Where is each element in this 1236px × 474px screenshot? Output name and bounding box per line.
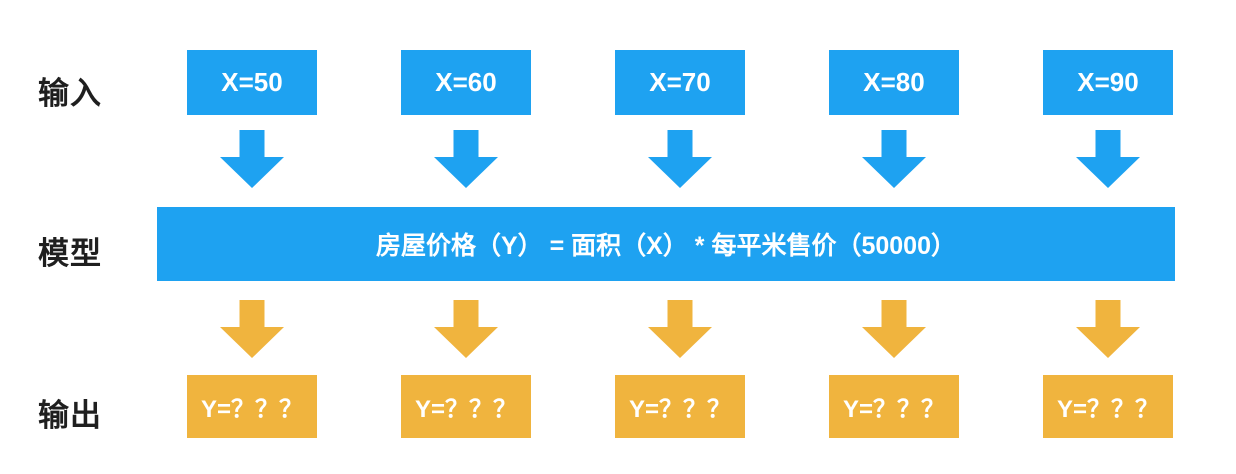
input-row-label: 输入	[38, 76, 102, 111]
down-arrow-icon	[648, 130, 712, 188]
output-box-3: Y=？？？	[615, 375, 745, 438]
output-box-2: Y=？？？	[401, 375, 531, 438]
down-arrow-icon	[434, 130, 498, 188]
model-row-label: 模型	[38, 236, 102, 271]
down-arrow-icon	[648, 300, 712, 358]
down-arrow-icon	[434, 300, 498, 358]
down-arrow-icon	[220, 130, 284, 188]
down-arrow-icon	[862, 130, 926, 188]
model-formula-bar: 房屋价格（Y） = 面积（X） * 每平米售价（50000）	[157, 207, 1175, 281]
input-box-x70: X=70	[615, 50, 745, 115]
input-box-x80: X=80	[829, 50, 959, 115]
down-arrow-icon	[1076, 130, 1140, 188]
down-arrow-icon	[220, 300, 284, 358]
input-box-x60: X=60	[401, 50, 531, 115]
output-box-1: Y=？？？	[187, 375, 317, 438]
output-box-5: Y=？？？	[1043, 375, 1173, 438]
input-box-x50: X=50	[187, 50, 317, 115]
down-arrow-icon	[1076, 300, 1140, 358]
down-arrow-icon	[862, 300, 926, 358]
output-row-label: 输出	[38, 398, 102, 433]
input-box-x90: X=90	[1043, 50, 1173, 115]
output-box-4: Y=？？？	[829, 375, 959, 438]
